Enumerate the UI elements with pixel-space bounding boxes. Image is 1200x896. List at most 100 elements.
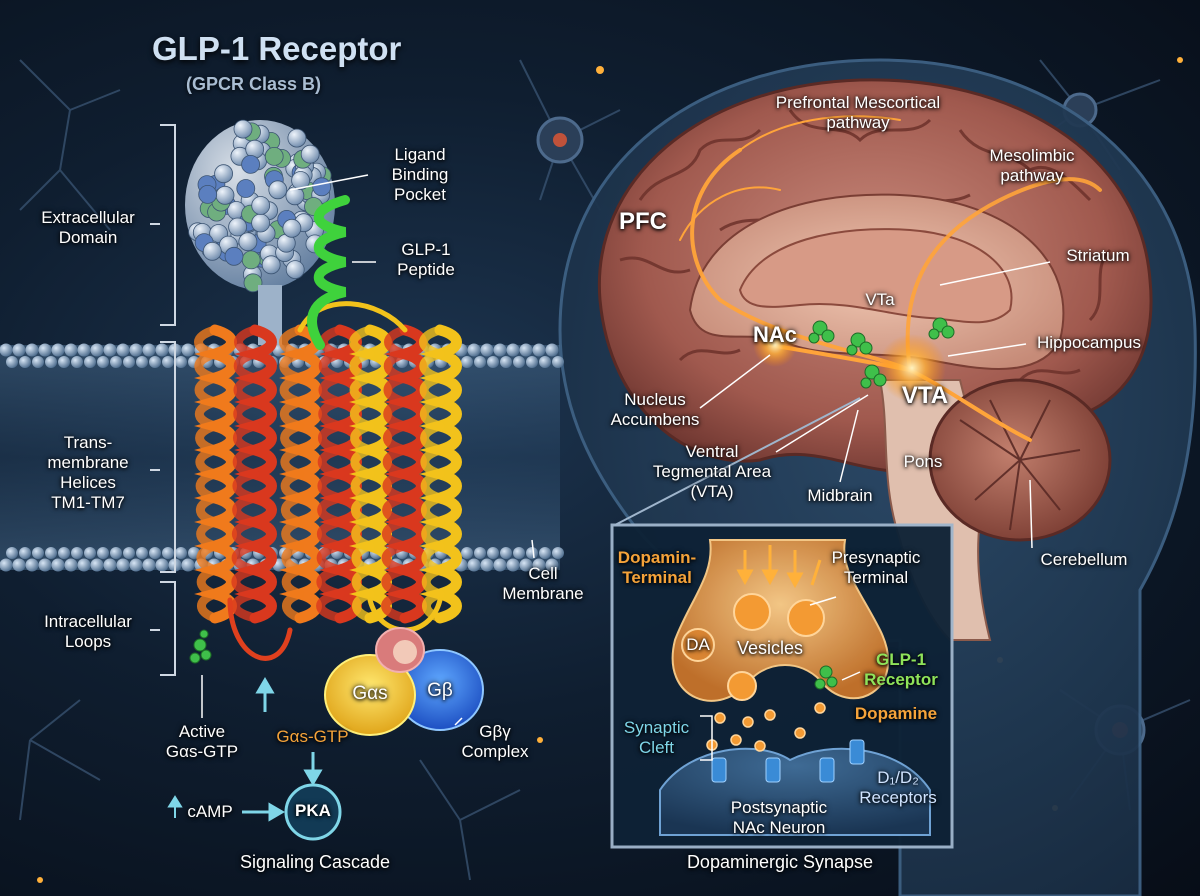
lipid-head [474, 356, 486, 368]
lipid-head [32, 547, 44, 559]
lipid-head [12, 558, 26, 572]
lipid-head [116, 558, 130, 572]
lipid-head [97, 547, 109, 559]
lipid-head [155, 558, 169, 572]
nac-glow [753, 323, 797, 367]
lipid-head [506, 558, 520, 572]
lipid-head [181, 558, 195, 572]
lipid-head [506, 343, 520, 357]
label-intracellular-loops: Intracellular Loops [44, 612, 132, 652]
lipid-head [19, 356, 31, 368]
receptor-brackets [150, 124, 176, 676]
caption-signaling-cascade: Signaling Cascade [239, 852, 391, 872]
synapse-vesicles [681, 593, 825, 701]
helix-tm7-back [419, 325, 445, 623]
lipid-head [90, 558, 104, 572]
protein-atom [285, 260, 305, 280]
lipid-head [12, 343, 26, 357]
lipid-head [461, 356, 473, 368]
lipid-head [519, 343, 533, 357]
lipid-head [123, 356, 135, 368]
label-synapse-glp1-receptor: GLP-1 Receptor [864, 650, 938, 690]
lipid-head [84, 356, 96, 368]
lipid-head [45, 356, 57, 368]
lipid-head [71, 356, 83, 368]
label-gb-node: Gβ [427, 680, 453, 701]
lipid-head [25, 343, 39, 357]
intracellular-loop [227, 597, 293, 661]
protein-atom [214, 164, 234, 184]
lipid-head [162, 547, 174, 559]
lipid-head [545, 343, 559, 357]
protein-atom [282, 218, 302, 238]
protein-atom [224, 246, 244, 266]
label-active-gas-gtp: Active Gαs-GTP [165, 722, 239, 762]
label-vta-small: VTa [865, 290, 895, 309]
lipid-head [84, 547, 96, 559]
label-vesicles: Vesicles [736, 638, 804, 658]
helix-tm6-back [381, 325, 410, 623]
lipid-head [552, 356, 564, 368]
receptor-clusters [808, 317, 955, 389]
label-extracellular-domain: Extracellular Domain [41, 208, 135, 248]
label-d1-d2-receptors: D₁/D₂ Receptors [859, 768, 937, 808]
lipid-head [519, 558, 533, 572]
lipid-head [103, 343, 117, 357]
dopamine-molecules [706, 702, 826, 752]
lipid-head [149, 547, 161, 559]
lipid-head [64, 343, 78, 357]
protein-atom [198, 184, 218, 204]
label-postsynaptic-neuron: Postsynaptic NAc Neuron [730, 798, 828, 838]
lipid-head [123, 547, 135, 559]
protein-atom [268, 180, 288, 200]
protein-atom [236, 179, 256, 198]
lipid-head [51, 343, 65, 357]
glp1-peptide [307, 195, 350, 350]
lipid-head [532, 343, 546, 357]
lipid-head [480, 558, 494, 572]
lipid-head [513, 547, 525, 559]
lipid-head [500, 356, 512, 368]
lipid-head [90, 343, 104, 357]
label-nucleus-accumbens: Nucleus Accumbens [610, 390, 700, 430]
label-transmembrane-helices: Trans- membrane Helices TM1-TM7 [47, 433, 129, 513]
lipid-head [149, 356, 161, 368]
lipid-head [32, 356, 44, 368]
lipid-head [136, 547, 148, 559]
lipid-head [77, 558, 91, 572]
protein-atom [238, 232, 258, 252]
lipid-head [539, 547, 551, 559]
protein-atom [241, 154, 261, 174]
lipid-head [129, 558, 143, 572]
transmembrane-helices [194, 301, 462, 661]
protein-atom [215, 185, 235, 205]
label-gbg-complex: Gβγ Complex [461, 722, 529, 762]
label-vta: VTA [901, 382, 949, 409]
lipid-head [0, 343, 13, 357]
label-da: DA [686, 635, 710, 654]
protein-atom [264, 146, 284, 166]
cascade-arrows [167, 677, 323, 822]
label-ligand-binding-pocket: Ligand Binding Pocket [391, 145, 449, 205]
synapse-label-lines [700, 596, 861, 761]
protein-atom [291, 171, 311, 190]
protein-atom [261, 255, 281, 275]
lipid-head [25, 558, 39, 572]
lipid-head [552, 547, 564, 559]
label-prefrontal-pathway: Prefrontal Mescortical pathway [775, 93, 941, 133]
protein-atom [233, 119, 253, 139]
lipid-head [526, 356, 538, 368]
label-striatum: Striatum [1066, 246, 1130, 265]
lipid-head [532, 558, 546, 572]
lipid-head [38, 343, 52, 357]
lipid-head [175, 547, 187, 559]
protein-atom [287, 128, 307, 148]
label-presynaptic-terminal: Presynaptic Terminal [831, 548, 921, 588]
lipid-head [19, 547, 31, 559]
label-nac: NAc [752, 322, 797, 347]
label-pfc: PFC [619, 208, 667, 235]
lipid-head [110, 356, 122, 368]
protein-atom [228, 217, 248, 237]
helix-tm3-back [279, 325, 305, 623]
